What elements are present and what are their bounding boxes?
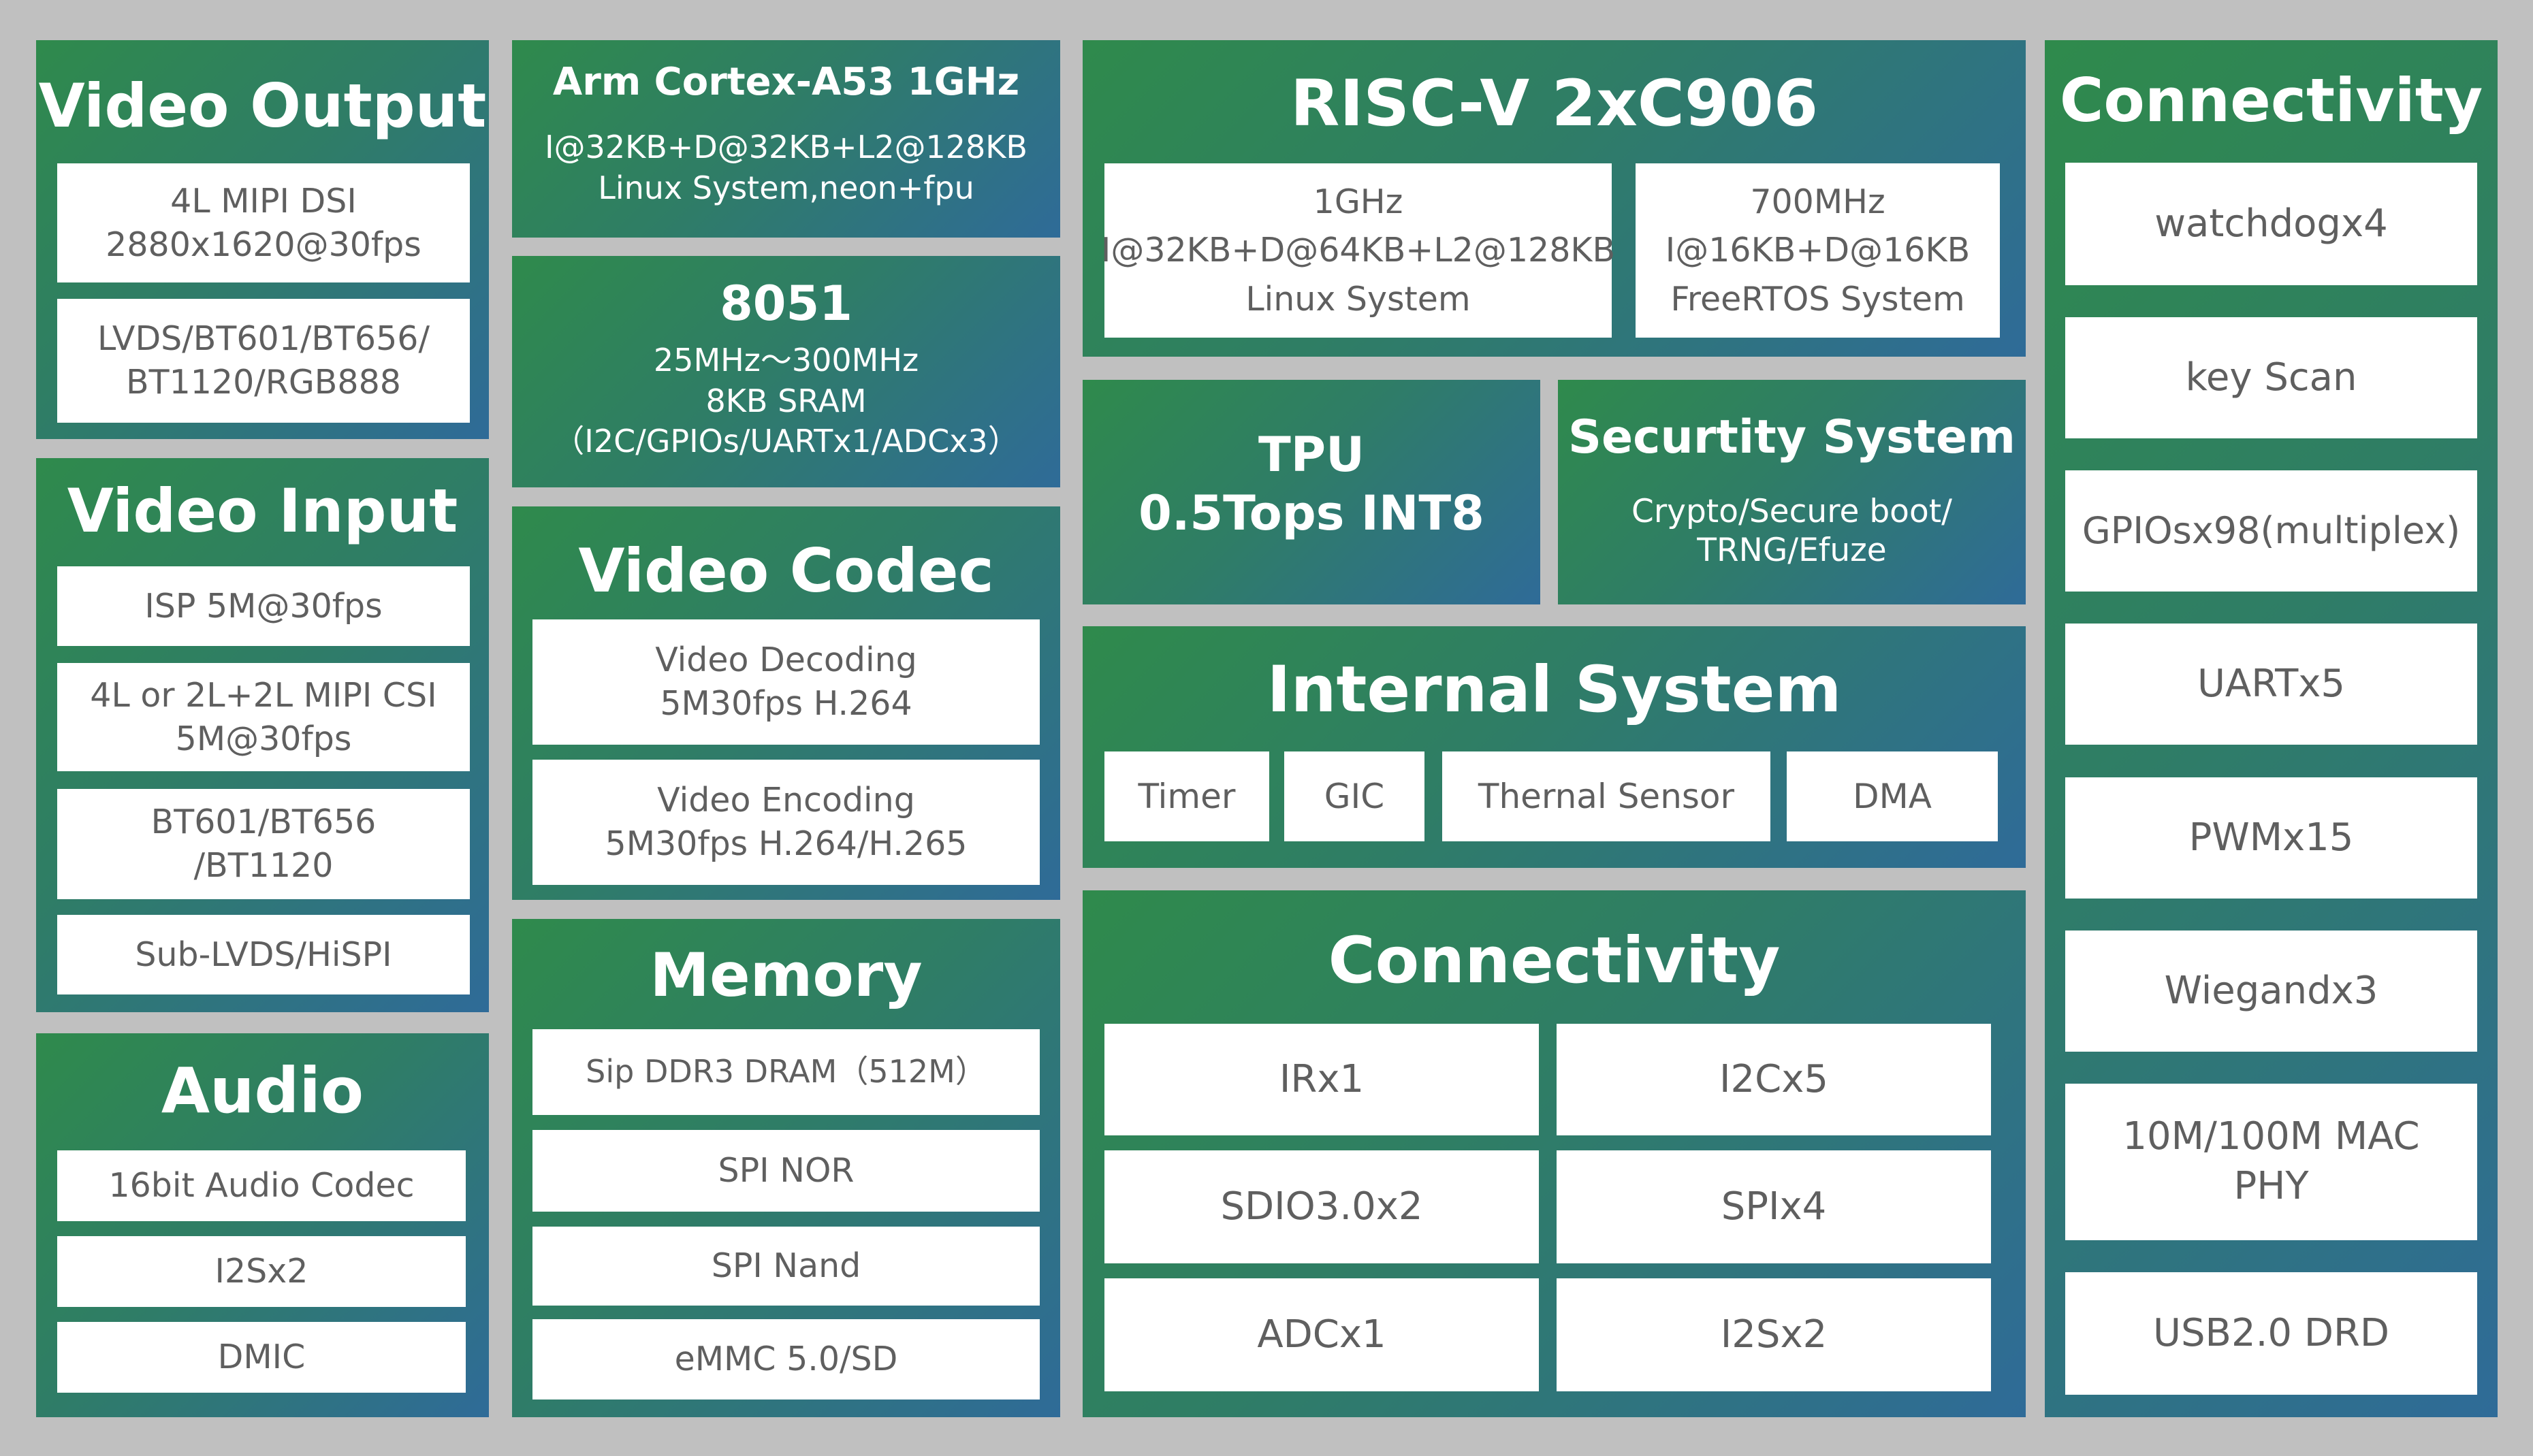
mcu-8051-peripherals: （I2C/GPIOs/UARTx1/ADCx3）: [553, 423, 1019, 459]
video-input-item: ISP 5M@30fps: [57, 566, 470, 646]
memory-title: Memory: [650, 940, 923, 1010]
arm-cortex-block: Arm Cortex-A53 1GHz I@32KB+D@32KB+L2@128…: [512, 40, 1060, 238]
security-features: Crypto/Secure boot/: [1631, 493, 1952, 530]
video-input-item: BT601/BT656/BT1120: [57, 789, 470, 899]
audio-item: I2Sx2: [57, 1236, 466, 1307]
connectivity-mid-item: ADCx1: [1104, 1278, 1539, 1391]
arm-cortex-system: Linux System,neon+fpu: [598, 169, 974, 206]
internal-item-dma: DMA: [1787, 751, 1998, 841]
connectivity-right-item: UARTx5: [2065, 624, 2477, 745]
video-input-block: Video Input ISP 5M@30fps 4L or 2L+2L MIP…: [36, 458, 489, 1012]
mcu-8051-title: 8051: [720, 276, 853, 331]
audio-item: 16bit Audio Codec: [57, 1150, 466, 1221]
internal-item-gic: GIC: [1284, 751, 1424, 841]
connectivity-mid-item: IRx1: [1104, 1024, 1539, 1135]
connectivity-right-item: GPIOsx98(multiplex): [2065, 470, 2477, 592]
security-title: Securtity System: [1568, 410, 2016, 464]
connectivity-mid-item: SPIx4: [1557, 1150, 1991, 1263]
connectivity-right-block: Connectivity watchdogx4 key Scan GPIOsx9…: [2045, 40, 2498, 1417]
audio-item: DMIC: [57, 1322, 466, 1393]
memory-item: Sip DDR3 DRAM（512M）: [532, 1029, 1040, 1115]
mcu-8051-block: 8051 25MHz～300MHz 8KB SRAM （I2C/GPIOs/UA…: [512, 256, 1060, 487]
internal-system-title: Internal System: [1266, 653, 1842, 727]
security-features-2: TRNG/Efuze: [1697, 532, 1887, 569]
security-block: Securtity System Crypto/Secure boot/ TRN…: [1558, 380, 2026, 604]
connectivity-right-title: Connectivity: [2059, 65, 2483, 135]
tpu-block: TPU 0.5Tops INT8: [1083, 380, 1540, 604]
connectivity-right-item: PWMx15: [2065, 777, 2477, 899]
video-codec-title: Video Codec: [578, 536, 994, 606]
video-output-title: Video Output: [38, 71, 487, 141]
connectivity-right-item: key Scan: [2065, 317, 2477, 438]
memory-item: SPI Nand: [532, 1227, 1040, 1306]
tpu-performance: 0.5Tops INT8: [1138, 485, 1484, 541]
mcu-8051-sram: 8KB SRAM: [705, 383, 867, 419]
audio-title: Audio: [161, 1054, 364, 1127]
connectivity-right-item: watchdogx4: [2065, 163, 2477, 285]
connectivity-mid-block: Connectivity IRx1 I2Cx5 SDIO3.0x2 SPIx4 …: [1083, 890, 2026, 1417]
video-input-title: Video Input: [67, 476, 458, 546]
arm-cortex-cache: I@32KB+D@32KB+L2@128KB: [544, 129, 1027, 165]
internal-item-thermal: Thernal Sensor: [1442, 751, 1770, 841]
arm-cortex-title: Arm Cortex-A53 1GHz: [552, 60, 1020, 104]
riscv-title: RISC-V 2xC906: [1290, 67, 1819, 141]
connectivity-mid-item: I2Sx2: [1557, 1278, 1991, 1391]
internal-item-timer: Timer: [1104, 751, 1269, 841]
memory-item: eMMC 5.0/SD: [532, 1319, 1040, 1400]
memory-item: SPI NOR: [532, 1130, 1040, 1212]
video-output-item: LVDS/BT601/BT656/BT1120/RGB888: [57, 299, 470, 423]
connectivity-right-item: USB2.0 DRD: [2065, 1272, 2477, 1395]
audio-block: Audio 16bit Audio Codec I2Sx2 DMIC: [36, 1033, 489, 1417]
connectivity-mid-title: Connectivity: [1328, 924, 1781, 998]
memory-block: Memory Sip DDR3 DRAM（512M） SPI NOR SPI N…: [512, 919, 1060, 1417]
tpu-title: TPU: [1258, 427, 1365, 483]
internal-system-block: Internal System Timer GIC Thernal Sensor…: [1083, 626, 2026, 868]
mcu-8051-freq: 25MHz～300MHz: [653, 342, 919, 378]
video-input-item: Sub-LVDS/HiSPI: [57, 915, 470, 994]
connectivity-mid-item: I2Cx5: [1557, 1024, 1991, 1135]
connectivity-right-item: Wiegandx3: [2065, 931, 2477, 1052]
connectivity-mid-item: SDIO3.0x2: [1104, 1150, 1539, 1263]
